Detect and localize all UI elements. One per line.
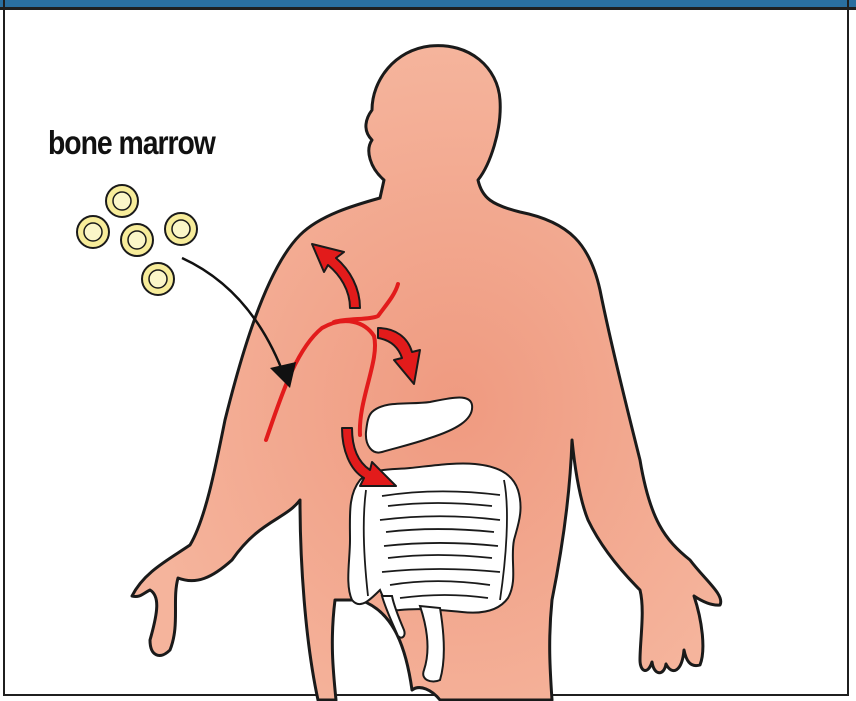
bone-marrow-label: bone marrow <box>48 124 215 162</box>
bone-marrow-cell-icon <box>77 216 109 248</box>
bone-marrow-cell-icon <box>142 263 174 295</box>
bone-marrow-cell-icon <box>121 224 153 256</box>
bone-marrow-cells <box>77 185 197 295</box>
bone-marrow-cell-icon <box>165 213 197 245</box>
bone-marrow-cell-icon <box>106 185 138 217</box>
